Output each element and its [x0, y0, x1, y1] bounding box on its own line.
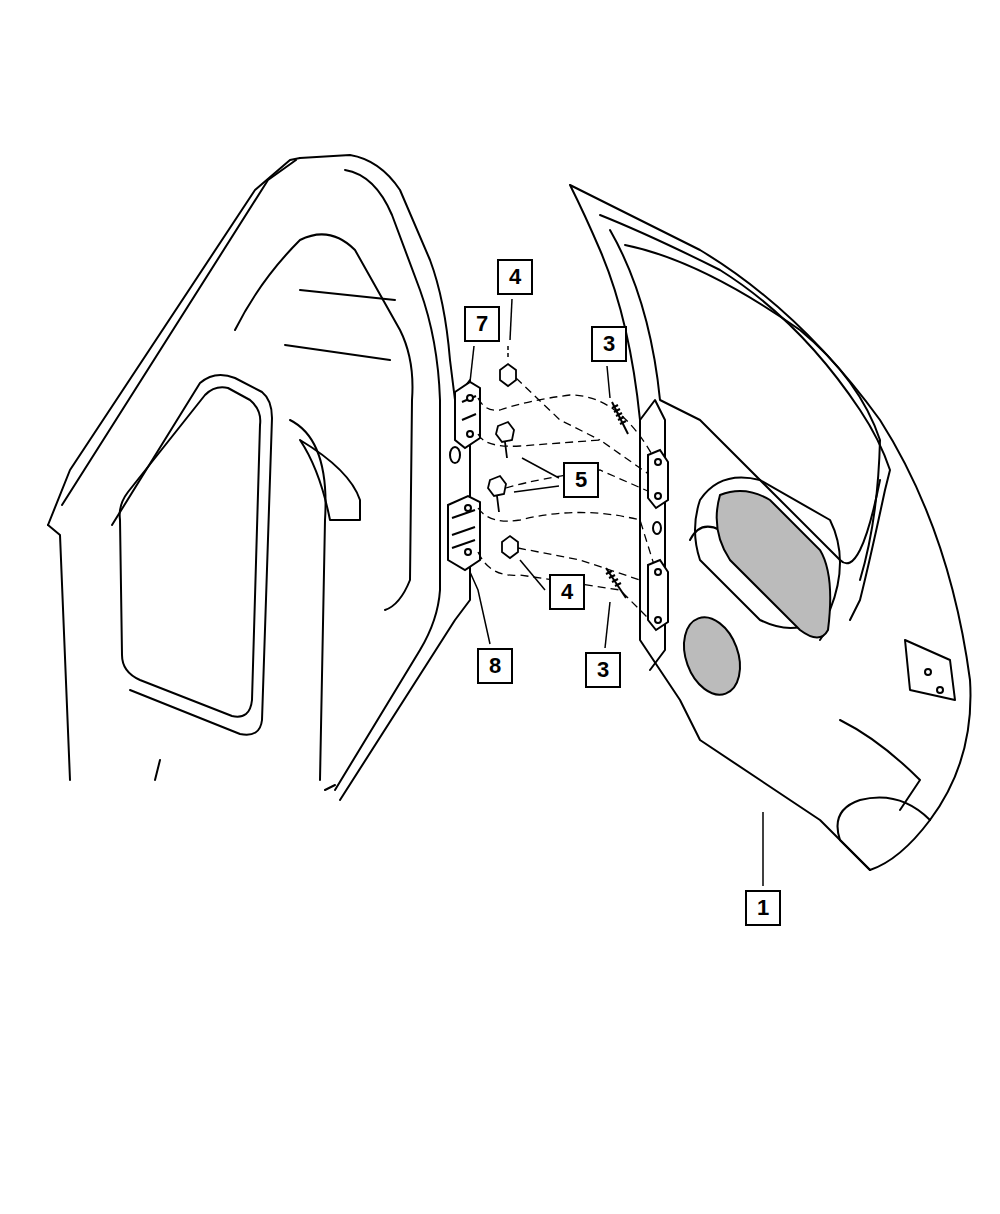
trim-hole	[937, 687, 943, 693]
rear-window	[112, 375, 272, 735]
door-opening	[340, 380, 470, 800]
assembly-line	[478, 508, 655, 568]
stud-thread	[612, 405, 626, 424]
trim-hole	[925, 669, 931, 675]
roof-rail	[62, 160, 296, 505]
fasteners	[488, 364, 518, 558]
door	[570, 185, 971, 870]
nut	[500, 364, 516, 386]
upper-hinge	[462, 396, 476, 420]
callout-number: 4	[549, 574, 585, 610]
leader-line	[762, 812, 764, 886]
hinge-bracket	[648, 450, 668, 508]
stud	[612, 402, 628, 434]
studs	[606, 402, 628, 598]
leader-line	[607, 366, 610, 398]
callout-number: 3	[591, 326, 627, 362]
assembly-line	[478, 552, 655, 625]
door-opening	[235, 234, 413, 610]
hinge-hole	[467, 395, 473, 401]
leader-line	[514, 458, 559, 492]
body-side	[48, 525, 70, 780]
door-trim	[905, 640, 955, 700]
callout-number: 3	[585, 652, 621, 688]
hinge-hole	[465, 505, 471, 511]
upper-hinge	[455, 382, 480, 448]
bolt	[488, 476, 506, 512]
hinge-hole	[450, 447, 460, 463]
door-trim	[838, 720, 931, 870]
speaker-grille	[717, 491, 831, 638]
hinge-hole	[653, 522, 661, 534]
speakers	[674, 491, 830, 702]
hinge-hole	[655, 459, 661, 465]
callout-number: 7	[464, 306, 500, 342]
callout-number: 5	[563, 462, 599, 498]
rear-window	[120, 387, 261, 716]
leader-line	[520, 560, 545, 590]
callout-number: 4	[497, 259, 533, 295]
body-hinges	[448, 382, 480, 570]
door-outer	[570, 185, 971, 870]
roof-rail	[48, 158, 300, 525]
hinge-face	[640, 400, 665, 670]
leader-line	[510, 299, 512, 340]
hinge-hole	[655, 493, 661, 499]
door-opening	[335, 170, 440, 790]
vehicle-body	[48, 155, 470, 800]
speaker-grille	[674, 610, 750, 703]
hinge-bracket	[648, 560, 668, 630]
leader-line	[470, 346, 474, 382]
hinge-hole	[467, 431, 473, 437]
assembly-line	[478, 395, 655, 460]
assembly-line	[516, 378, 600, 440]
lower-hinge	[448, 496, 480, 570]
hinge-hole	[655, 569, 661, 575]
b-pillar	[300, 155, 455, 400]
nut	[502, 536, 518, 558]
seat	[285, 290, 395, 520]
b-pillar	[290, 420, 326, 780]
callout-number: 1	[745, 890, 781, 926]
hinge-hole	[655, 617, 661, 623]
leader-line	[470, 572, 490, 644]
sill	[155, 760, 335, 790]
callout-number: 8	[477, 648, 513, 684]
hinge-hole	[465, 549, 471, 555]
lower-hinge	[452, 510, 475, 548]
door-hinges	[648, 450, 668, 630]
leader-lines	[470, 299, 763, 886]
leader-line	[605, 602, 610, 648]
bolt	[496, 422, 514, 458]
assembly-lines	[478, 378, 655, 625]
leader-line	[507, 346, 509, 360]
